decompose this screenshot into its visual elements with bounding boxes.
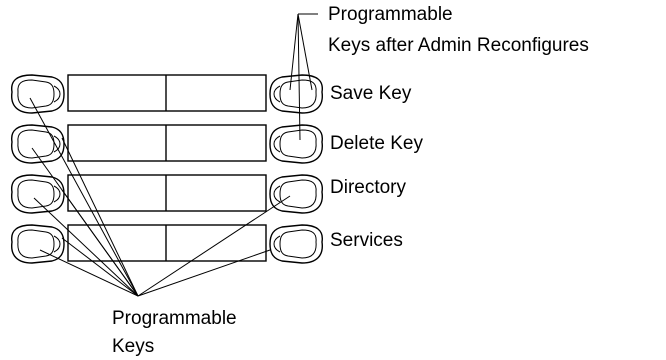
bottom-callout-label-line1: Programmable bbox=[112, 308, 237, 329]
left-key-3[interactable] bbox=[10, 174, 65, 214]
bottom-callout-label-line2: Keys bbox=[112, 336, 155, 357]
left-key-1[interactable] bbox=[10, 74, 65, 114]
display-row-3 bbox=[67, 174, 267, 212]
display-rows bbox=[67, 74, 267, 262]
directory-key-button[interactable] bbox=[269, 174, 324, 214]
top-callout-label-line1: Programmable bbox=[328, 4, 453, 25]
directory-label: Directory bbox=[330, 177, 407, 198]
top-callout-label-line2: Keys after Admin Reconfigures bbox=[328, 35, 589, 56]
display-row-4 bbox=[67, 224, 267, 262]
delete-key-button[interactable] bbox=[269, 124, 324, 164]
save-key-button[interactable] bbox=[269, 74, 324, 114]
delete-key-label: Delete Key bbox=[330, 133, 423, 154]
bottom-callout-leaders bbox=[29, 97, 291, 297]
top-callout-leaders bbox=[289, 13, 318, 141]
services-label: Services bbox=[330, 230, 403, 251]
services-key-button[interactable] bbox=[269, 224, 324, 264]
display-row-1 bbox=[67, 74, 267, 112]
display-row-2 bbox=[67, 124, 267, 162]
left-key-2[interactable] bbox=[10, 124, 65, 164]
save-key-label: Save Key bbox=[330, 83, 412, 104]
